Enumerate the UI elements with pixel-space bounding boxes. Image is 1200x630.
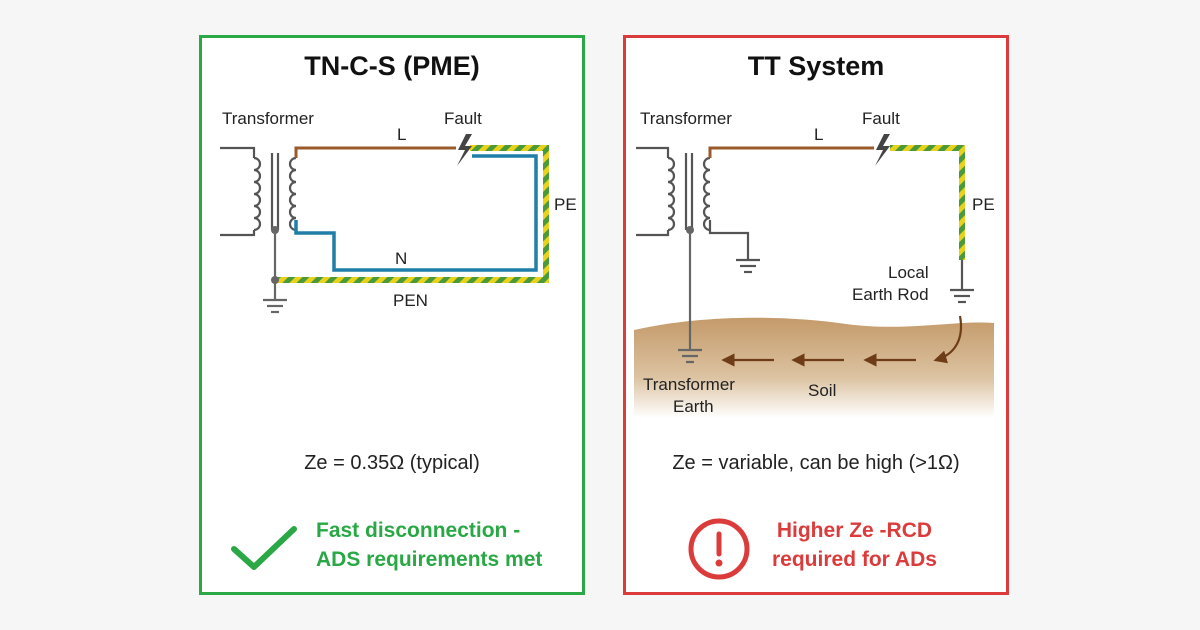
transformer-primary-coil [220,146,262,237]
star-point-earth [263,230,287,314]
star-point-node [271,226,279,234]
transformer-core [684,153,694,230]
verdict-text: Higher Ze -RCD required for ADs [772,516,937,574]
verdict-line-2: ADS requirements met [316,548,543,571]
neutral-label: N [395,249,407,268]
local-earth-rod-label-1: Local [888,263,929,282]
panel-title: TN-C-S (PME) [304,51,480,81]
line-conductor [294,146,456,158]
pe-conductor [470,145,549,280]
transformer-earth [678,230,702,364]
panel-title: TT System [747,51,885,81]
transformer-label: Transformer [640,109,732,128]
panel-tn-c-s: TN-C-S (PME) [199,35,585,595]
transformer-earth-label-1: Transformer [643,375,735,394]
tn-c-s-diagram: Transformer Fault L PE N PEN [220,109,577,314]
star-point-node [686,226,694,234]
fault-label: Fault [444,109,482,128]
ze-value: Ze = variable, can be high (>1Ω) [672,452,960,474]
lightning-icon [875,134,890,166]
panel-tt-system: TT System [623,35,1009,595]
transformer-core [270,153,280,230]
transformer-secondary-coil [702,156,711,232]
transformer-label: Transformer [222,109,314,128]
pe-label: PE [554,195,577,214]
tt-system-diagram: Transformer Fault L PE Local Earth Rod T… [634,109,995,418]
transformer-primary-coil [636,146,676,237]
exclamation-circle-icon [688,518,750,580]
pe-label: PE [972,195,995,214]
pe-conductor [890,145,965,260]
ze-value: Ze = 0.35Ω (typical) [304,452,480,474]
verdict-line-1: Fast disconnection - [316,519,521,542]
verdict-line-2: required for ADs [772,548,937,571]
pen-label: PEN [393,291,428,310]
lightning-icon [457,134,472,166]
line-label: L [397,125,406,144]
check-icon [231,526,297,570]
transformer-earth-label-2: Earth [673,397,714,416]
soil-label: Soil [808,381,836,400]
soil-region [634,317,994,418]
soil-current-curve-arrow [933,315,963,364]
verdict-text: Fast disconnection - ADS requirements me… [316,516,542,574]
transformer-secondary-coil [288,156,297,232]
local-earth-rod [950,260,974,304]
fault-label: Fault [862,109,900,128]
pen-node [271,276,279,284]
local-earth-rod-label-2: Earth Rod [852,285,929,304]
line-conductor [708,146,874,158]
neutral-earth [708,220,760,274]
line-label: L [814,125,823,144]
verdict-line-1: Higher Ze -RCD [776,519,933,542]
neutral-conductor [294,154,538,272]
